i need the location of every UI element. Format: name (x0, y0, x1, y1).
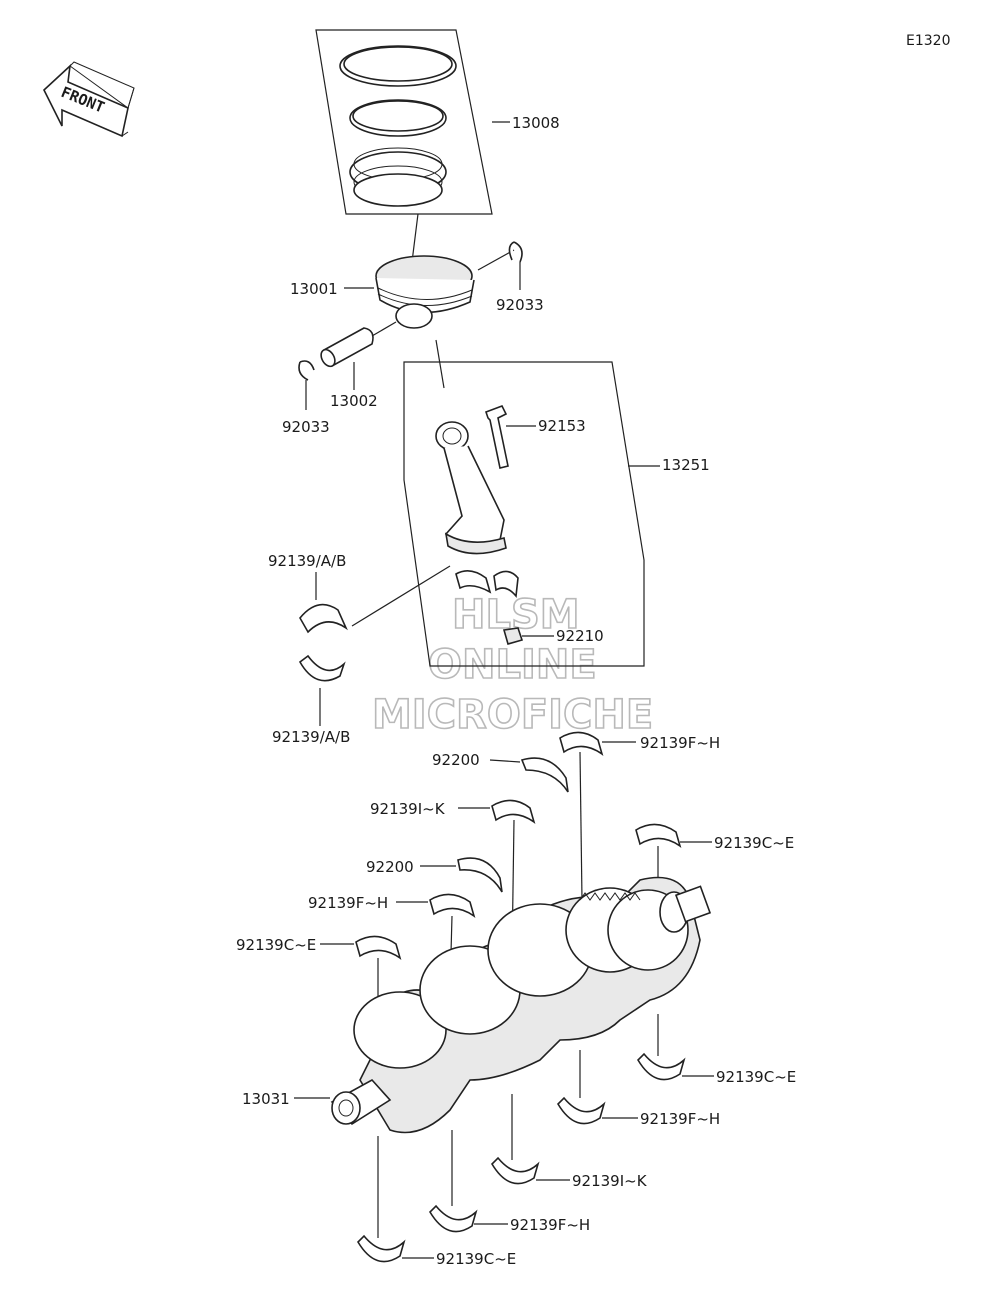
label-piston-ring-set: 13008 (512, 114, 560, 132)
piston-pin (320, 321, 397, 390)
circlip-right (508, 241, 523, 290)
label-conrod-bolt: 92153 (538, 417, 586, 435)
label-main-bearing-fh-top: 92139F~H (640, 734, 720, 752)
main-bearing-ce-bottom (356, 1136, 434, 1263)
label-main-bearing-fh-left: 92139F~H (308, 894, 388, 912)
svg-text:MICROFICHE: MICROFICHE (372, 692, 653, 738)
thrust-washer-top (489, 757, 569, 793)
thrust-washer-mid (420, 857, 503, 893)
label-connecting-rod: 13251 (662, 456, 710, 474)
main-bearing-fh-bottom (428, 1130, 508, 1233)
svg-text:ONLINE: ONLINE (428, 642, 597, 688)
piston (344, 249, 515, 329)
label-main-bearing-ik-top: 92139I~K (370, 800, 446, 818)
label-thrust-washer-mid: 92200 (366, 858, 414, 876)
label-main-bearing-fh-bottom-right: 92139F~H (640, 1110, 720, 1128)
label-main-bearing-ce-right-top: 92139C~E (714, 834, 794, 852)
label-conrod-bearing-upper: 92139/A/B (268, 552, 346, 570)
label-piston: 13001 (290, 280, 338, 298)
label-circlip-right: 92033 (496, 296, 544, 314)
watermark: HLSM ONLINE MICROFICHE (371, 591, 654, 739)
main-bearing-ce-left (320, 935, 402, 1000)
front-arrow-icon: FRONT (43, 61, 135, 138)
label-thrust-washer-top: 92200 (432, 751, 480, 769)
diagram-code: E1320 (906, 33, 950, 49)
conrod-bearing-lower (298, 654, 346, 726)
label-main-bearing-fh-bottom: 92139F~H (510, 1216, 590, 1234)
label-piston-pin: 13002 (330, 392, 378, 410)
label-conrod-nut: 92210 (556, 627, 604, 645)
main-bearing-ce-right-bottom (636, 1014, 714, 1081)
crankshaft (294, 876, 712, 1134)
connecting-rod-assembly (403, 339, 660, 667)
circlip-left (298, 360, 315, 410)
label-main-bearing-ce-left: 92139C~E (236, 936, 316, 954)
label-main-bearing-ce-bottom: 92139C~E (436, 1250, 516, 1268)
label-crankshaft: 13031 (242, 1090, 290, 1108)
main-bearing-fh-top (559, 731, 636, 901)
conrod-bearing-upper (299, 565, 451, 634)
piston-ring-set (315, 29, 510, 263)
label-main-bearing-ce-right-bottom: 92139C~E (716, 1068, 796, 1086)
label-circlip-left: 92033 (282, 418, 330, 436)
label-conrod-bearing-lower: 92139/A/B (272, 728, 350, 746)
main-bearing-ik-bottom (490, 1094, 570, 1185)
main-bearing-fh-bottom-right (556, 1050, 638, 1125)
label-main-bearing-ik-bottom: 92139I~K (572, 1172, 648, 1190)
